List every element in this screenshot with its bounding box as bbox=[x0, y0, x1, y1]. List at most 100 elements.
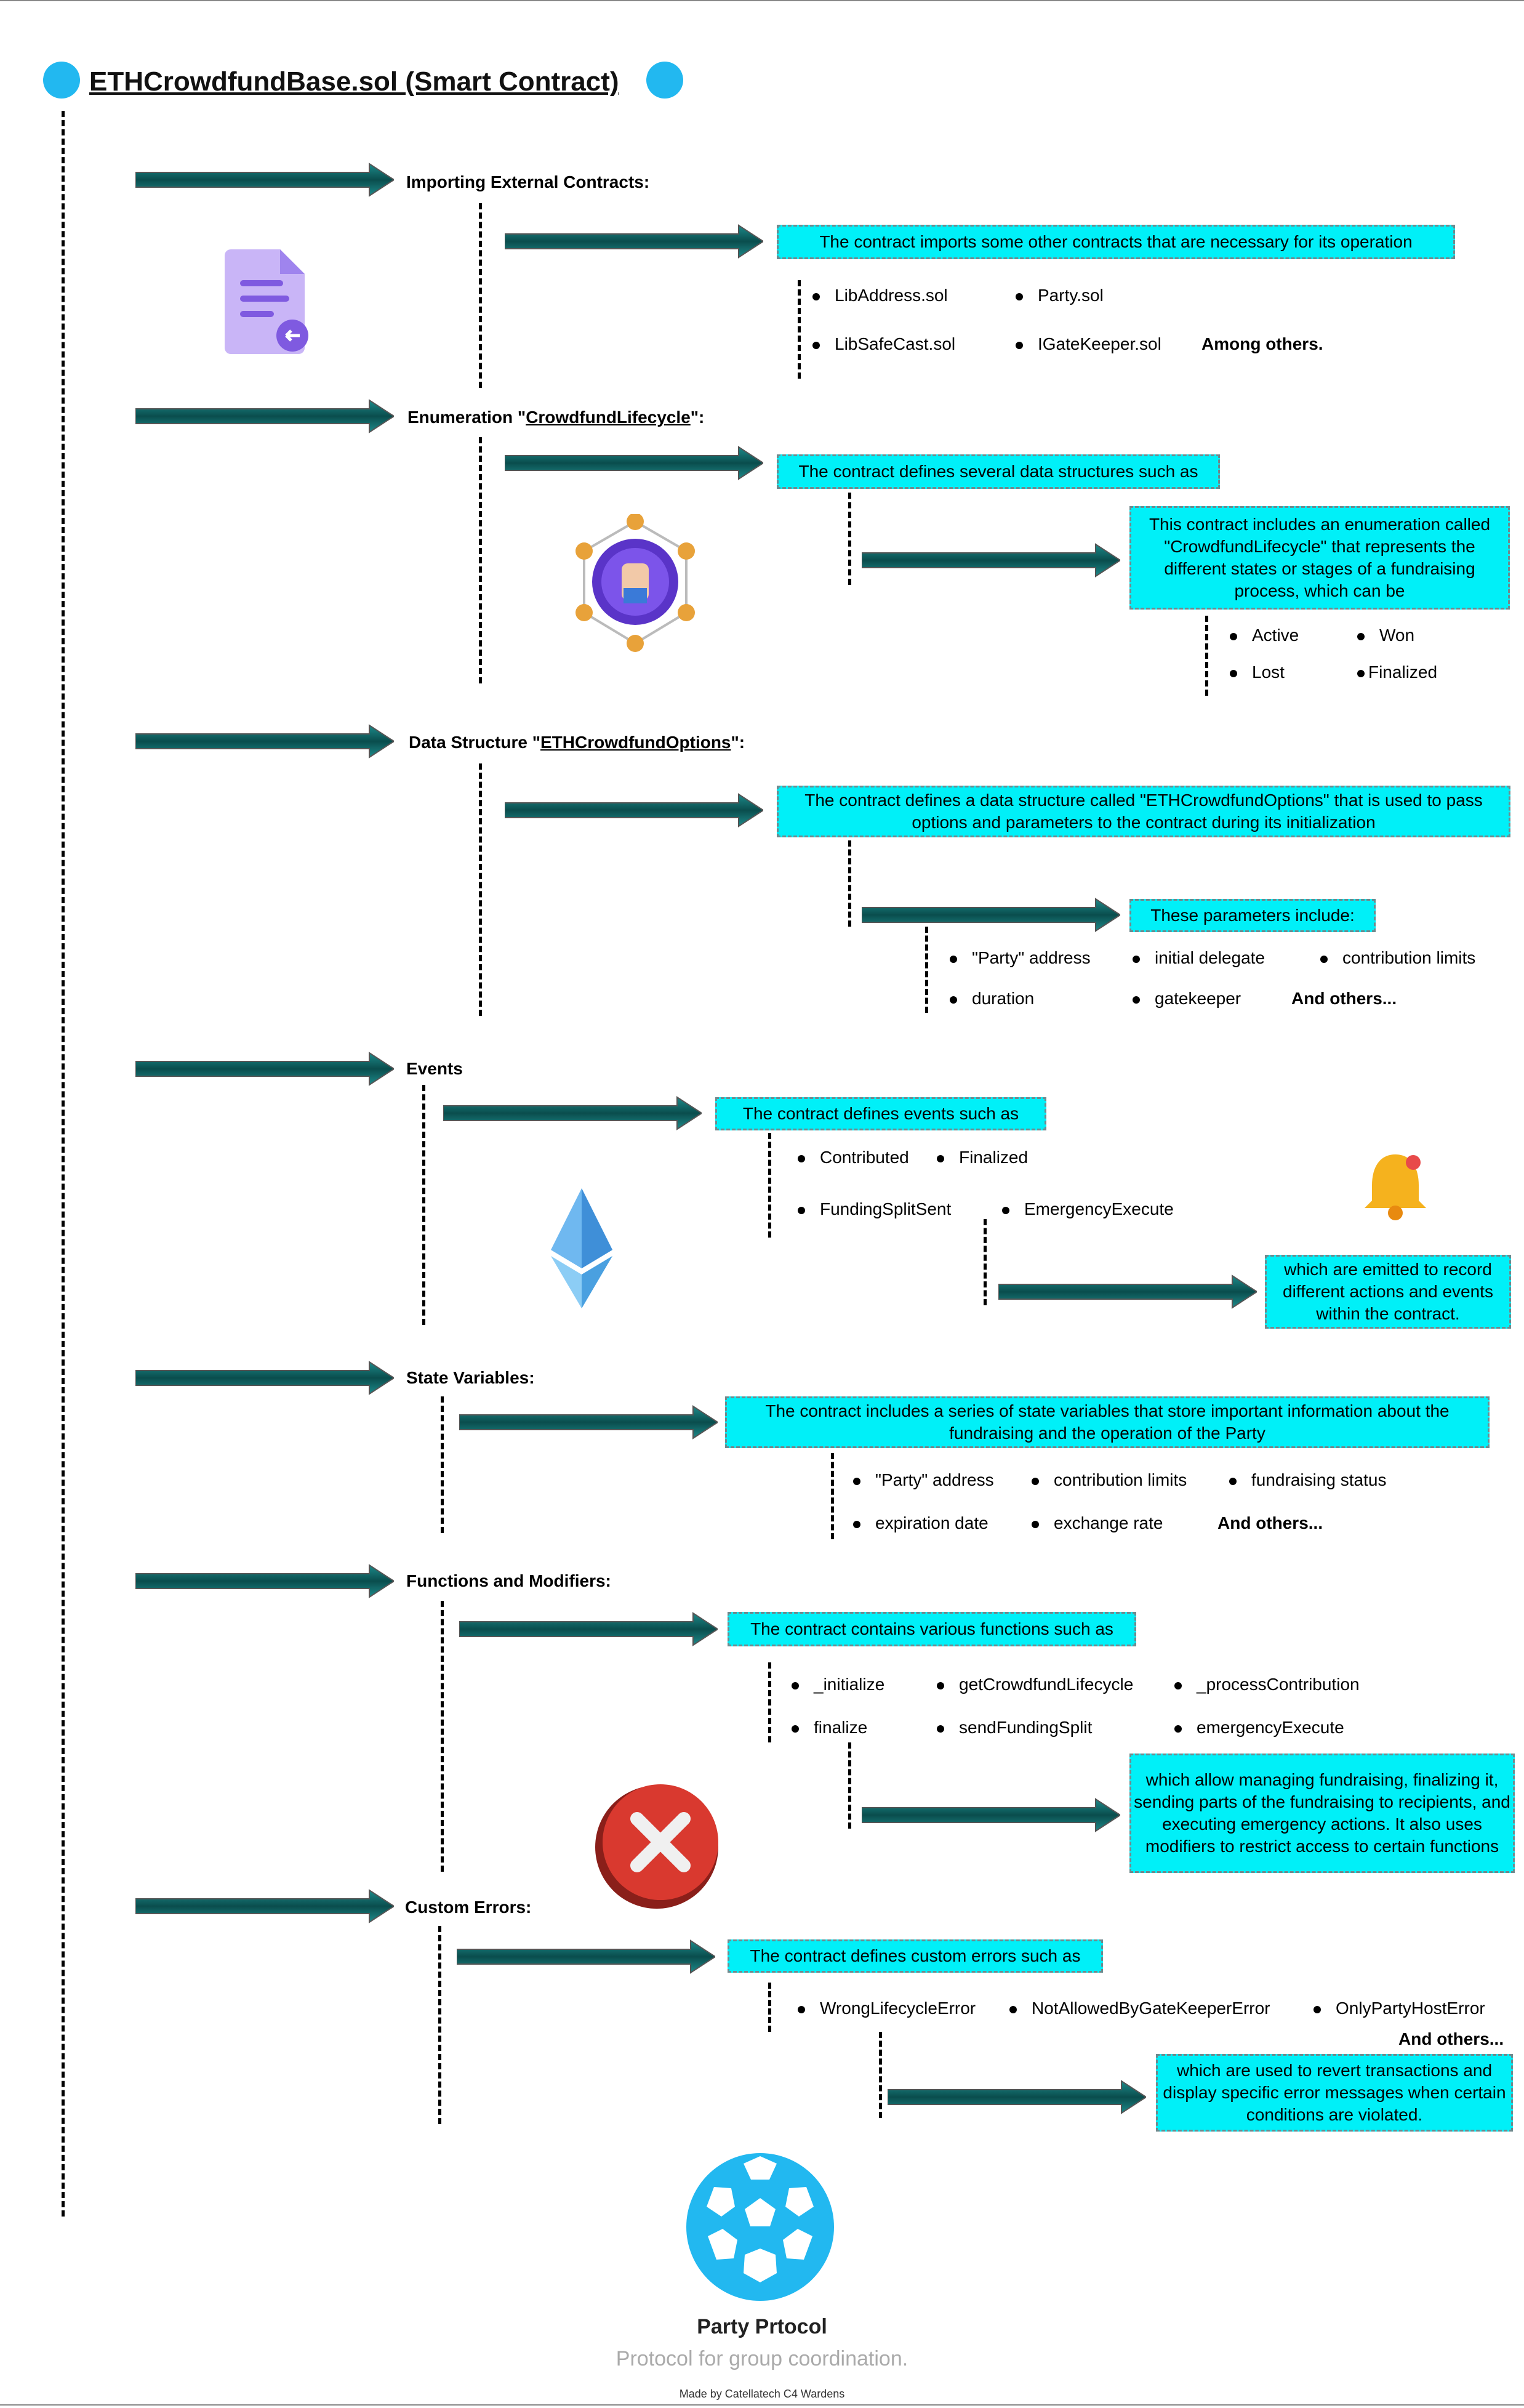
list-item: Won bbox=[1357, 626, 1414, 645]
branch-arrow bbox=[998, 1274, 1257, 1309]
bottom-rule bbox=[0, 2404, 1524, 2406]
list-line bbox=[1205, 616, 1208, 696]
branch-arrow bbox=[888, 2080, 1146, 2114]
imports-description-box: The contract imports some other contract… bbox=[777, 225, 1455, 259]
enum-description-box: The contract defines several data struct… bbox=[777, 454, 1220, 489]
list-item: contribution limits bbox=[1032, 1470, 1187, 1490]
branch-line bbox=[848, 1742, 851, 1829]
section-arrow bbox=[135, 1564, 394, 1598]
party-ball-icon bbox=[646, 62, 683, 99]
functions-description-box: The contract contains various functions … bbox=[728, 1612, 1136, 1646]
list-item: finalize bbox=[792, 1718, 867, 1738]
branch-arrow bbox=[443, 1096, 702, 1130]
main-trunk-line bbox=[62, 111, 65, 2217]
section-label-events: Events bbox=[406, 1059, 463, 1078]
branch-line bbox=[984, 1219, 987, 1305]
branch-arrow bbox=[459, 1405, 718, 1440]
more-note: And others... bbox=[1291, 989, 1397, 1008]
error-x-icon bbox=[595, 1784, 718, 1909]
section-label-custom-errors: Custom Errors: bbox=[405, 1898, 532, 1917]
list-item: expiration date bbox=[853, 1513, 989, 1533]
branch-line bbox=[479, 763, 482, 1016]
list-item: sendFundingSplit bbox=[937, 1718, 1092, 1738]
list-item: WrongLifecycleError bbox=[798, 1999, 976, 2018]
parameters-box: These parameters include: bbox=[1129, 899, 1376, 932]
branch-line bbox=[441, 1396, 444, 1533]
events-description-box: The contract defines events such as bbox=[715, 1097, 1046, 1130]
party-logo-icon bbox=[686, 2153, 834, 2301]
branch-line bbox=[438, 1926, 441, 2124]
list-item: gatekeeper bbox=[1133, 989, 1241, 1009]
list-item: _initialize bbox=[792, 1675, 884, 1694]
footer-credit: Made by Catellatech C4 Wardens bbox=[679, 2388, 845, 2400]
list-item: contribution limits bbox=[1320, 948, 1475, 968]
more-note: And others... bbox=[1217, 1513, 1323, 1532]
list-item: "Party" address bbox=[853, 1470, 994, 1490]
list-line bbox=[831, 1453, 834, 1539]
list-item: initial delegate bbox=[1133, 948, 1265, 968]
list-item: FundingSplitSent bbox=[798, 1199, 951, 1219]
branch-line bbox=[479, 437, 482, 683]
section-label-state-variables: State Variables: bbox=[406, 1368, 535, 1387]
list-item: IGateKeeper.sol bbox=[1016, 334, 1161, 354]
branch-arrow bbox=[862, 898, 1120, 932]
ethereum-icon bbox=[551, 1188, 612, 1308]
section-arrow bbox=[135, 1361, 394, 1395]
list-item: Finalized bbox=[937, 1148, 1028, 1167]
list-item: LibAddress.sol bbox=[812, 286, 948, 305]
data-structure-description-box: The contract defines a data structure ca… bbox=[777, 786, 1510, 837]
more-note: And others... bbox=[1398, 2029, 1504, 2048]
section-label-data-structure: Data Structure "ETHCrowdfundOptions": bbox=[409, 733, 745, 752]
party-ball-icon bbox=[43, 62, 80, 99]
section-arrow bbox=[135, 1052, 394, 1086]
bell-icon bbox=[1365, 1154, 1426, 1220]
section-label-functions: Functions and Modifiers: bbox=[406, 1571, 611, 1590]
state-variables-description-box: The contract includes a series of state … bbox=[725, 1396, 1490, 1448]
events-purpose-box: which are emitted to record different ac… bbox=[1265, 1255, 1511, 1329]
list-item: duration bbox=[950, 989, 1034, 1009]
branch-arrow bbox=[505, 446, 763, 480]
branch-line bbox=[879, 2032, 882, 2118]
branch-line bbox=[479, 203, 482, 388]
branch-line bbox=[441, 1601, 444, 1872]
list-line bbox=[768, 1133, 771, 1238]
section-label-imports: Importing External Contracts: bbox=[406, 172, 650, 191]
page-title: ETHCrowdfundBase.sol (Smart Contract) bbox=[89, 66, 619, 97]
list-item: Active bbox=[1230, 626, 1299, 645]
list-item: "Party" address bbox=[950, 948, 1091, 968]
errors-description-box: The contract defines custom errors such … bbox=[728, 1939, 1103, 1973]
list-item: Finalized bbox=[1357, 662, 1437, 682]
list-item: OnlyPartyHostError bbox=[1313, 1999, 1485, 2018]
list-item: getCrowdfundLifecycle bbox=[937, 1675, 1133, 1694]
section-arrow bbox=[135, 1889, 394, 1923]
branch-arrow bbox=[459, 1612, 718, 1646]
section-label-enum: Enumeration "CrowdfundLifecycle": bbox=[407, 408, 705, 427]
crowd-globe-icon bbox=[576, 514, 695, 652]
list-item: _processContribution bbox=[1174, 1675, 1360, 1694]
list-item: EmergencyExecute bbox=[1002, 1199, 1174, 1219]
section-arrow bbox=[135, 724, 394, 759]
footer-title: Party Prtocol bbox=[697, 2315, 827, 2338]
list-item: exchange rate bbox=[1032, 1513, 1163, 1533]
list-item: LibSafeCast.sol bbox=[812, 334, 955, 354]
enum-states-box: This contract includes an enumeration ca… bbox=[1129, 506, 1510, 610]
branch-arrow bbox=[862, 1798, 1120, 1832]
section-arrow bbox=[135, 163, 394, 197]
document-icon bbox=[225, 249, 308, 354]
branch-arrow bbox=[862, 543, 1120, 578]
branch-arrow bbox=[505, 793, 763, 827]
list-item: NotAllowedByGateKeeperError bbox=[1009, 1999, 1270, 2018]
list-item: Lost bbox=[1230, 662, 1285, 682]
branch-arrow bbox=[505, 224, 763, 259]
list-item: Party.sol bbox=[1016, 286, 1104, 305]
more-note: Among others. bbox=[1201, 334, 1323, 353]
list-item: emergencyExecute bbox=[1174, 1718, 1344, 1738]
branch-line bbox=[848, 493, 851, 585]
branch-line bbox=[848, 840, 851, 927]
list-line bbox=[768, 1662, 771, 1742]
section-arrow bbox=[135, 399, 394, 433]
branch-line bbox=[422, 1085, 425, 1325]
functions-purpose-box: which allow managing fundraising, finali… bbox=[1129, 1754, 1515, 1873]
errors-purpose-box: which are used to revert transactions an… bbox=[1156, 2054, 1513, 2132]
footer-subtitle: Protocol for group coordination. bbox=[616, 2347, 908, 2370]
